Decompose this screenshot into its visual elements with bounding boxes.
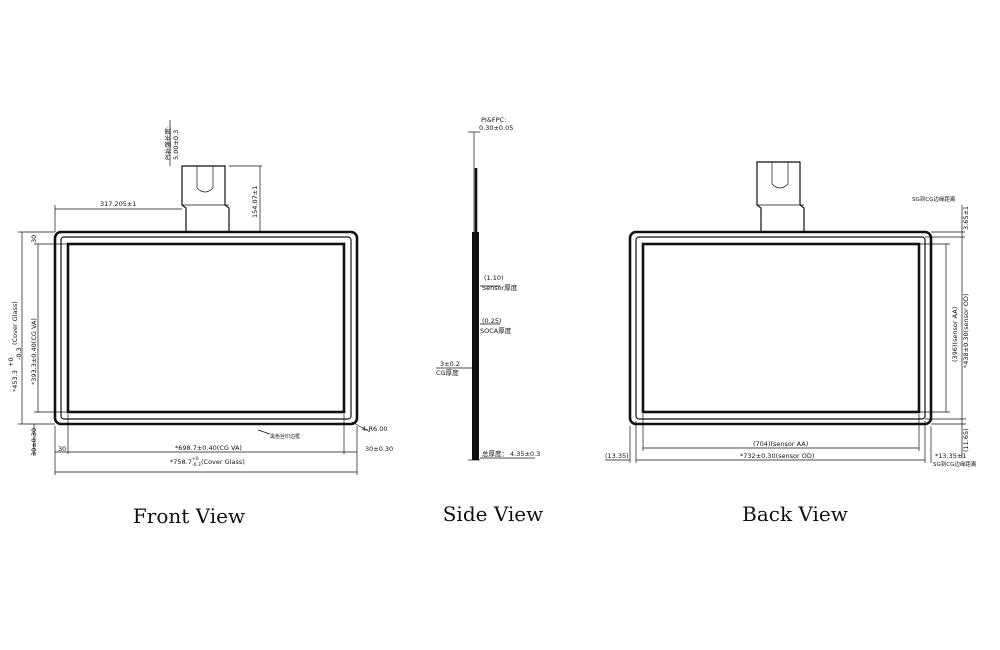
sensor-aa-height: (396)(sensor AA): [951, 307, 959, 362]
bottom-side-value: (11.65): [962, 428, 970, 452]
back-fpc-tail: [756, 161, 805, 232]
sg-top-value: 3.65±1: [962, 206, 970, 230]
fpc-height-value: 154.07±1: [251, 186, 259, 218]
pi-fpc-label: PI&FPC:: [481, 116, 506, 124]
front-view-caption: Front View: [133, 504, 245, 528]
back-cover-glass: [628, 230, 933, 426]
sensor-od-width: *732±0.30(sensor OD): [740, 452, 814, 460]
front-fpc-slot: [196, 166, 214, 193]
back-sensor-aa: [641, 242, 921, 414]
edge-note: 黑色丝印边框: [270, 433, 300, 440]
side-view-caption: Side View: [443, 502, 544, 526]
right-offset: *13.35±1: [935, 452, 966, 460]
fpc-length-label: PI补强长度:: [163, 126, 172, 160]
cover-glass-width-main: *758.7: [170, 458, 192, 466]
sensor-label: Sensor厚度: [482, 283, 518, 292]
bottom-margin: 30±0.30: [30, 428, 38, 456]
left-margin: 30: [58, 445, 66, 453]
total-label: 总厚度：: [482, 449, 508, 458]
back-fpc-slot: [771, 162, 789, 189]
right-margin: 30±0.30: [365, 445, 393, 453]
front-black-border: [60, 236, 352, 420]
back-view: SG到CG边缘距离 3.65±1 (396)(sensor AA) *438±0…: [605, 161, 977, 526]
side-stack: [472, 232, 479, 460]
left-offset: (13.35): [605, 452, 629, 460]
side-view: PI&FPC: 0.30±0.05 (1.10) Sensor厚度 (0.25)…: [436, 116, 543, 526]
top-margin: 30: [30, 235, 38, 243]
cg-value: 3±0.2: [440, 360, 460, 368]
cover-glass-width-tol2: -0.3: [192, 462, 201, 468]
sensor-aa-width: (704)(sensor AA): [753, 440, 808, 448]
cover-glass-height-label: (Cover Glass): [11, 301, 19, 345]
fpc-length-value: 5.00±0.3: [172, 130, 180, 160]
back-view-caption: Back View: [742, 502, 848, 526]
back-sensor-od: [635, 236, 926, 420]
front-view: PI补强长度: 5.00±0.3 317.205±1 154.07±1 *453…: [7, 120, 393, 528]
cg-va-height: *393.3±0.40(CG VA): [30, 318, 38, 385]
sensor-value: (1.10): [484, 274, 504, 282]
cg-label: CG厚度: [436, 368, 459, 377]
sg-top-label: SG到CG边缘距离: [912, 195, 956, 203]
total-value: 4.35±0.3: [510, 450, 540, 458]
front-view-area: [66, 242, 346, 414]
sg-bottom-label: SG到CG边缘距离: [933, 460, 977, 468]
corner-note: 4-R6.00: [362, 425, 387, 433]
pi-fpc-value: 0.30±0.05: [479, 124, 513, 132]
front-fpc-tail: [181, 165, 230, 232]
cg-va-width: *698.7±0.40(CG VA): [175, 444, 242, 452]
sensor-od-height: *438±0.30(sensor OD): [962, 294, 970, 368]
cover-glass-height-tol: +0: [7, 357, 15, 367]
cover-glass-width-tol: +0: [192, 456, 199, 462]
front-cover-glass: [53, 230, 359, 426]
soca-value: (0.25): [482, 317, 502, 325]
cover-glass-height-main: *453.3: [11, 370, 19, 392]
cover-glass-width-label: (Cover Glass): [201, 458, 245, 466]
fpc-offset-value: 317.205±1: [100, 200, 136, 208]
cover-glass-height-tol2: -0.3: [15, 347, 23, 360]
soca-label: SOCA厚度: [480, 326, 512, 335]
